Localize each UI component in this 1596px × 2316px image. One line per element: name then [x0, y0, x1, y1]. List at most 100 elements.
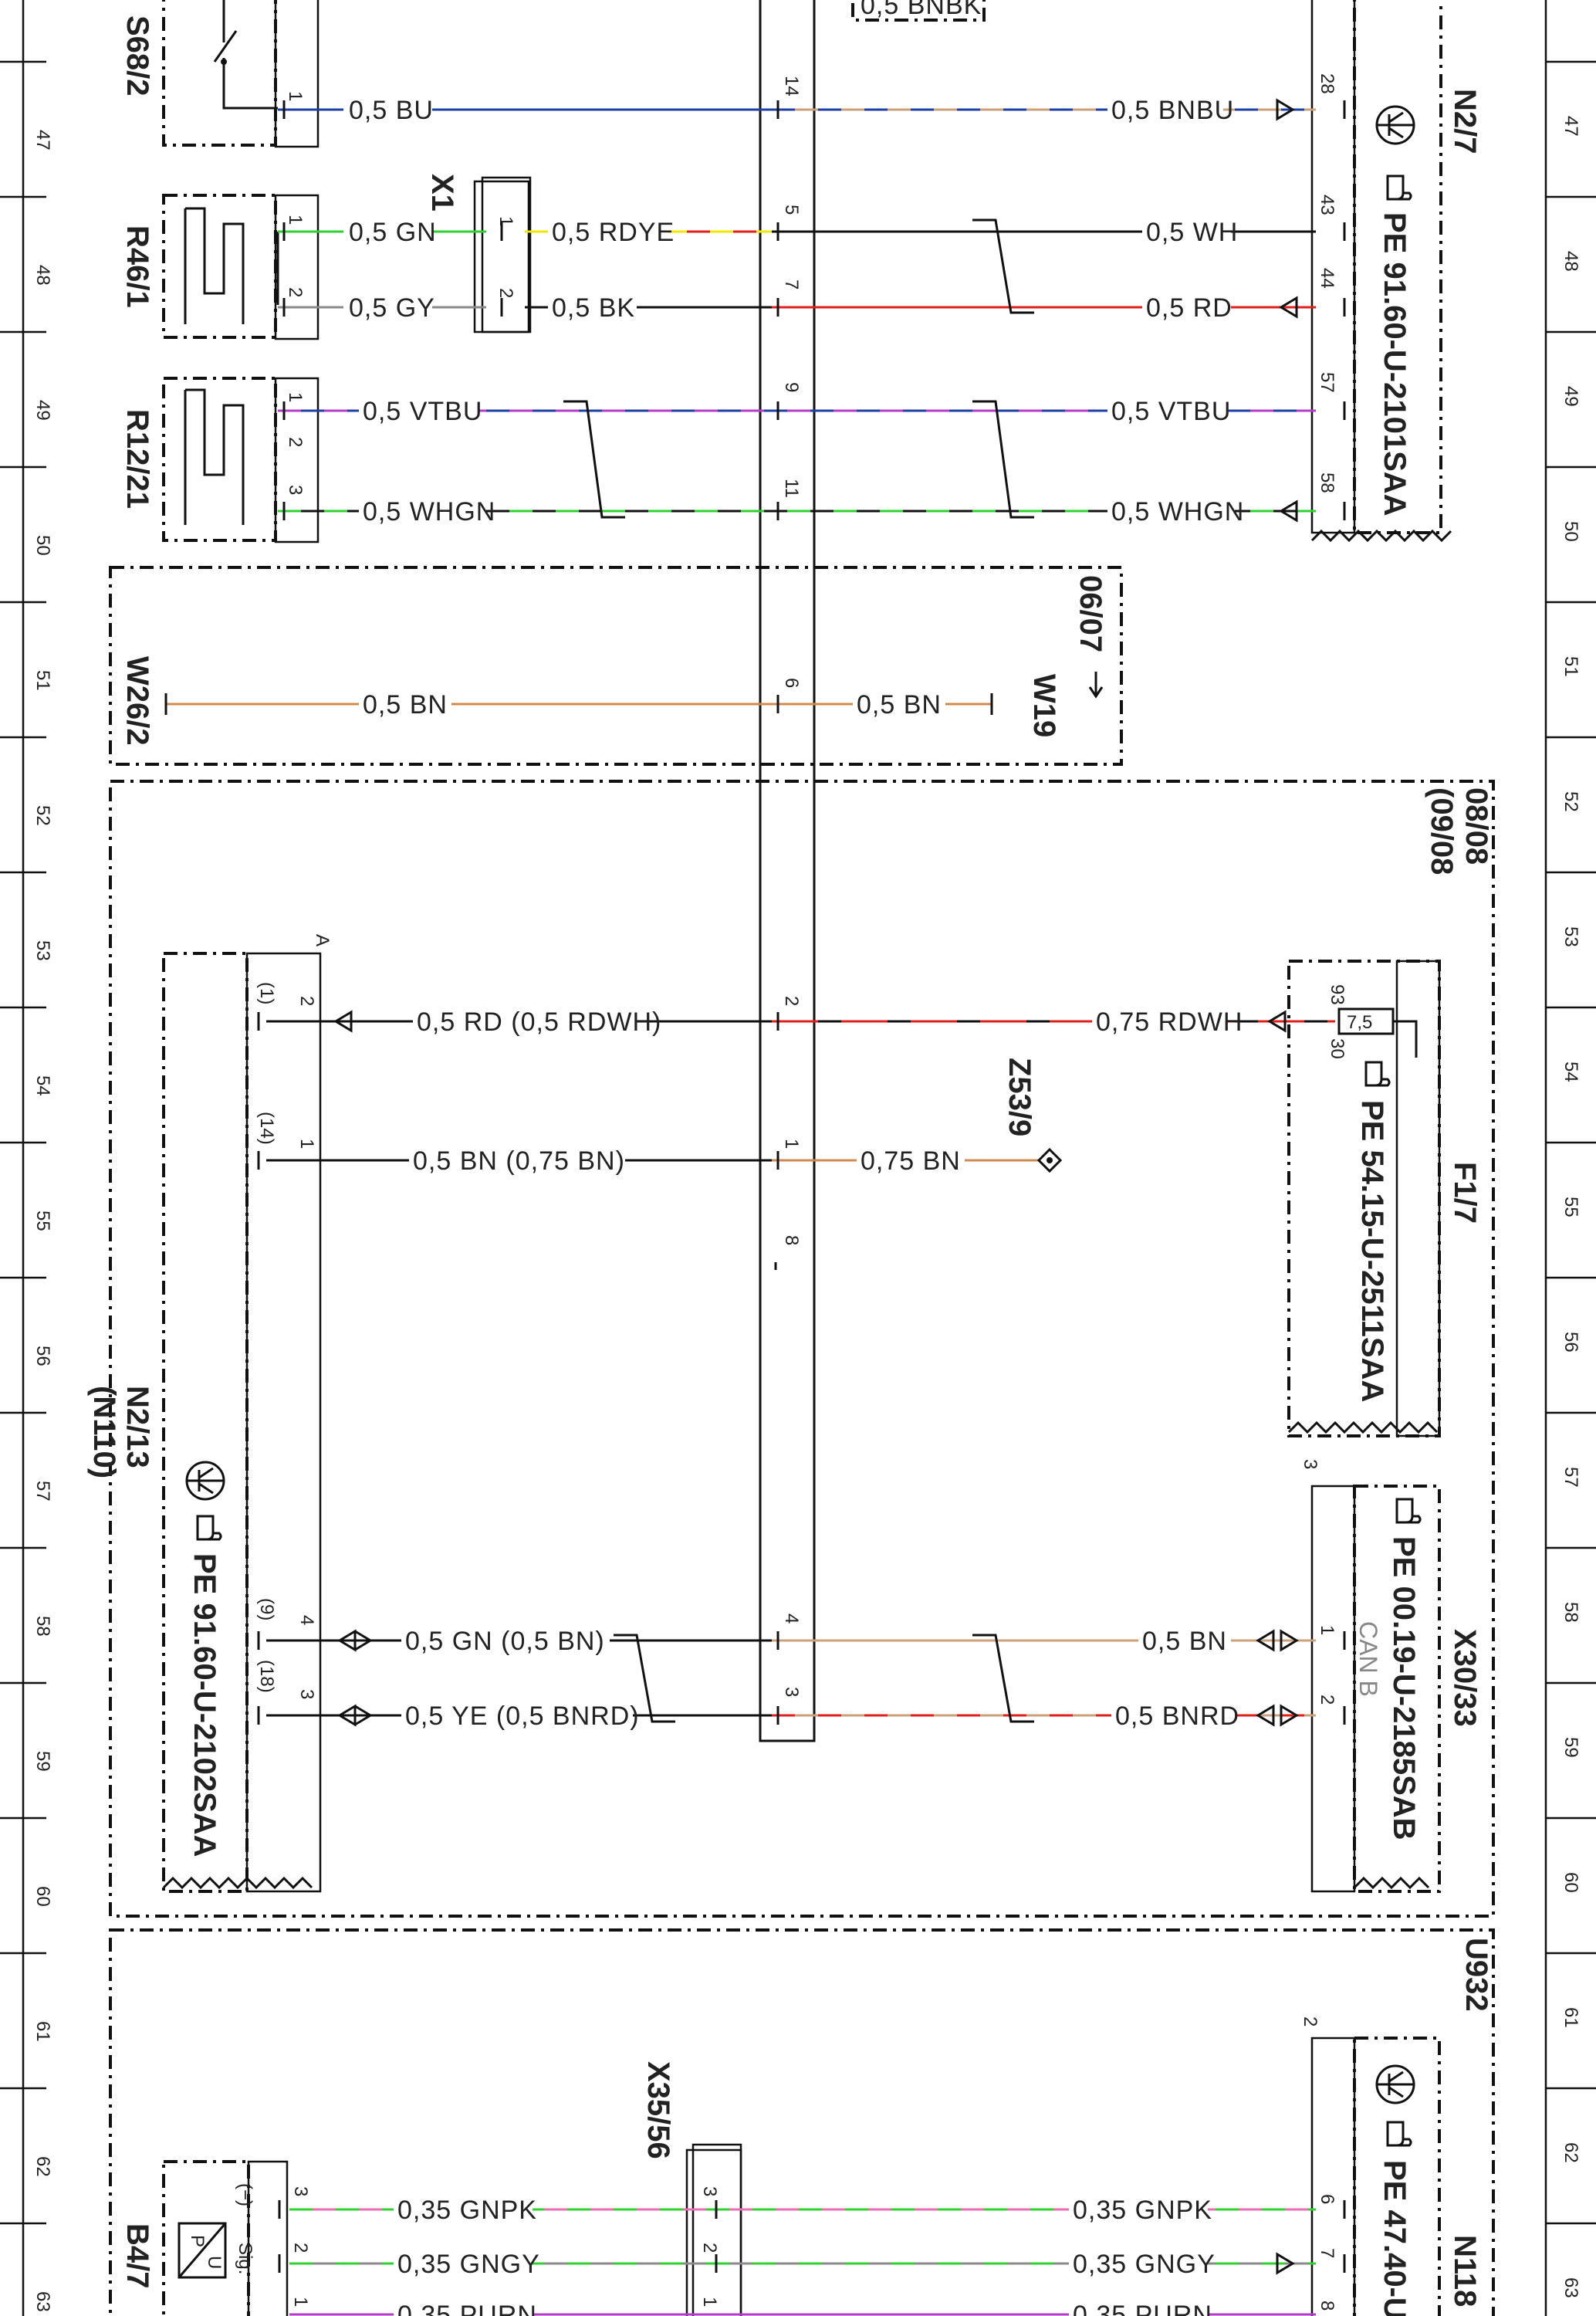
top-bnbk-text: 0,5 BNBK [861, 0, 982, 20]
b4-7-u-mark: U [204, 2256, 225, 2269]
ruler-right-54: 54 [1560, 1062, 1581, 1082]
x1-connector: X1 1 2 [425, 174, 532, 334]
transistor-icon [1375, 105, 1415, 145]
b4-7-label: B4/7 [120, 2223, 154, 2289]
pin-n213-alt1: (1) [256, 982, 277, 1004]
s68-2-switch: S68/2 1 [120, 0, 320, 148]
wire-50-left-label: 0,5 WHGN [363, 497, 495, 527]
n2-7-module: N2/7 PE 91.60-U-2101SAA 28 43 44 57 58 [1310, 0, 1482, 543]
pin-r12-1: 1 [285, 392, 306, 402]
hand-pointer-icon [1386, 2121, 1412, 2147]
r46-1-component: R46/1 1 2 [120, 194, 320, 340]
ruler-right-52: 52 [1560, 791, 1581, 812]
ruler-right-53: 53 [1560, 926, 1581, 947]
ruler-right-59: 59 [1560, 1737, 1581, 1758]
pin-n118-6: 6 [1317, 2194, 1337, 2204]
wire-49-left-label: 0,5 VTBU [363, 397, 482, 426]
n2-7-pe-ref: PE 91.60-U-2101SAA [1378, 212, 1412, 516]
pin-6: 6 [781, 678, 802, 688]
marker-a: A [312, 934, 333, 946]
pin-n213-3: 3 [296, 1689, 317, 1699]
wire-62b-left-label: 0,35 GNGY [397, 2250, 540, 2279]
ruler-left-55: 55 [32, 1210, 53, 1231]
f1-7-pe-ref: PE 54.15-U-2511SAA [1355, 1100, 1389, 1402]
pin-9: 9 [781, 382, 802, 392]
ruler-left-59: 59 [32, 1751, 53, 1772]
wire-51-right-label: 0,5 BN [857, 690, 942, 720]
pin-14: 14 [781, 76, 802, 96]
pin-n213-alt14: (14) [256, 1112, 277, 1145]
wire-54-left-label: 0,5 BN (0,75 BN) [413, 1146, 625, 1176]
wire-63-right-label: 0,35 PURN [1073, 2301, 1212, 2316]
ruler-right-56: 56 [1560, 1332, 1581, 1353]
n2-13-module: N2/13 (N110) A PE 91.60-U-2102SAA 2 (1) … [87, 934, 333, 1893]
pin-11: 11 [781, 479, 802, 498]
hand-pointer-icon [1395, 1498, 1422, 1524]
ruler-left-48: 48 [32, 265, 53, 286]
pin-57: 57 [1317, 372, 1337, 393]
b4-7-sensor: P U B4/7 (−) Sig. 3 2 1 [120, 2160, 311, 2316]
pin-44: 44 [1317, 268, 1337, 289]
pin-n213-2: 2 [296, 996, 317, 1006]
ruler-right-49: 49 [1560, 386, 1581, 407]
wire-49-right-label: 0,5 VTBU [1111, 397, 1231, 426]
ruler-left-57: 57 [32, 1481, 53, 1502]
ruler-left-63: 63 [32, 2291, 53, 2312]
hand-pointer-icon [196, 1515, 222, 1541]
ruler-left-49: 49 [32, 400, 53, 421]
ruler-right-61: 61 [1560, 2007, 1581, 2028]
wire-row-48b: 0,5 GY 0,5 BK 0,5 RD 7 [278, 279, 1316, 323]
pin-r12-3: 3 [285, 485, 306, 495]
x30-33-pe-ref: PE 00.19-U-2185SAB [1387, 1536, 1421, 1840]
wire-48b-right-label: 0,5 RD [1146, 293, 1233, 323]
wire-48a-left-label: 0,5 GN [349, 218, 437, 247]
ruler-left-47: 47 [32, 130, 53, 151]
hand-pointer-icon [1386, 174, 1412, 201]
pin-58: 58 [1317, 472, 1337, 493]
hand-pointer-icon [1364, 1061, 1391, 1087]
marker-2: 2 [1300, 2016, 1320, 2026]
pin-n213-4: 4 [296, 1615, 317, 1625]
pin-n213-1: 1 [296, 1139, 317, 1149]
pin-30: 30 [1327, 1038, 1347, 1059]
n118-pe-ref: PE 47.40-U [1378, 2160, 1412, 2316]
f1-7-module: 7,5 F1/7 PE 54.15-U-2511SAA 93 30 [1287, 960, 1482, 1437]
pin-s68-1: 1 [285, 91, 306, 101]
ruler-left-54: 54 [32, 1075, 53, 1096]
ruler-left-53: 53 [32, 940, 53, 961]
pin-r46-1: 1 [285, 215, 306, 225]
ruler-left-61: 61 [32, 2021, 53, 2042]
pin-1: 1 [781, 1139, 802, 1149]
ruler-right-63: 63 [1560, 2277, 1581, 2298]
pin-5: 5 [781, 205, 802, 215]
wire-row-49: 0,5 VTBU 0,5 VTBU 9 [278, 382, 1316, 426]
n118-label: N118 [1448, 2235, 1482, 2307]
pin-x1-1: 1 [495, 216, 516, 226]
pin-ticks [257, 100, 1346, 2273]
pin-2: 2 [781, 996, 802, 1006]
wire-48b-mid-label: 0,5 BK [552, 293, 635, 323]
wire-59-left-label: 0,5 YE (0,5 BNRD) [405, 1701, 640, 1731]
pin-b47-1: 1 [290, 2297, 311, 2307]
central-connector-strip [759, 0, 816, 1742]
pin-x35-2: 2 [699, 2243, 720, 2253]
r12-21-label: R12/21 [120, 409, 154, 509]
ruler-left-50: 50 [32, 535, 53, 556]
fuse-rating: 7,5 [1347, 1012, 1372, 1033]
date-09-08: (09/08 [1425, 787, 1459, 875]
u932-label: U932 [1459, 1938, 1493, 2012]
pin-n213-alt9: (9) [256, 1598, 277, 1620]
wire-53-left-label: 0,5 RD (0,5 RDWH) [417, 1007, 661, 1037]
wire-row-48a: 0,5 GN 0,5 RDYE 0,5 WH 5 [278, 205, 1316, 247]
wire-row-54: 0,5 BN (0,75 BN) 0,75 BN Z53/9 1 8 [266, 1058, 1063, 1270]
wire-47-right-label: 0,5 BNBU [1111, 96, 1234, 125]
wire-row-62b: 0,35 GNGY 0,35 GNGY [289, 2250, 1316, 2279]
pin-8: 8 [781, 1235, 802, 1245]
pin-x1-2: 2 [495, 288, 516, 298]
ruler-right-55: 55 [1560, 1197, 1581, 1217]
n2-13-label: N2/13 [120, 1386, 154, 1468]
pin-7: 7 [781, 279, 802, 290]
ruler-left-51: 51 [32, 670, 53, 691]
x30-33-label: X30/33 [1448, 1629, 1482, 1727]
wire-48b-left-label: 0,5 GY [349, 293, 435, 323]
